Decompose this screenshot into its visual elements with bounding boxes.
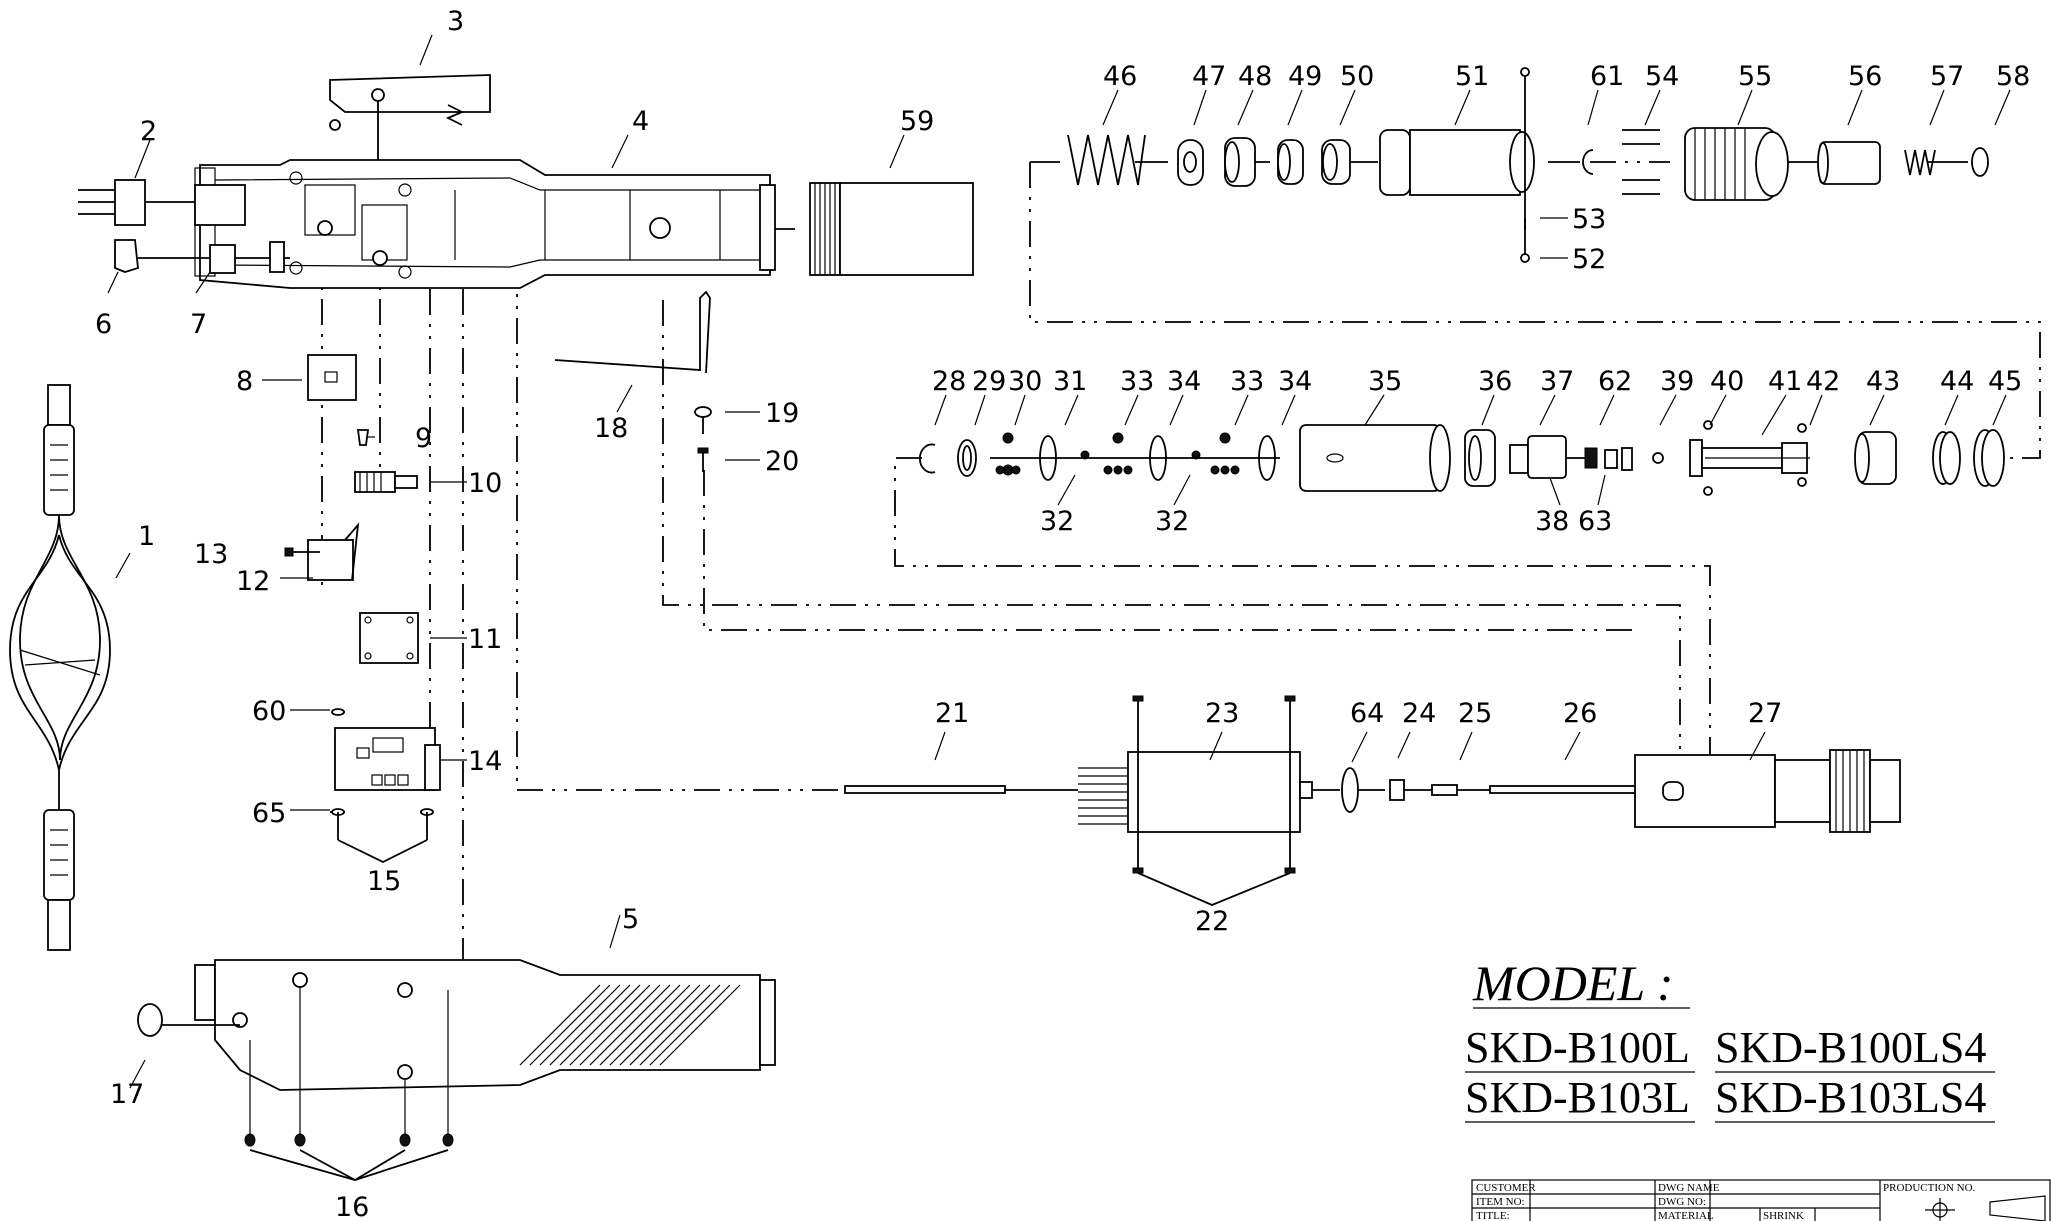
part-label: 10: [468, 468, 502, 499]
part-label: 37: [1540, 366, 1574, 397]
part-label: 34: [1167, 366, 1201, 397]
part-label: 41: [1768, 366, 1802, 397]
part-label: 29: [972, 366, 1006, 397]
middle-row-parts: [918, 420, 2005, 496]
title-block-dwg-name: DWG NAME: [1658, 1182, 1720, 1194]
part-label: 54: [1645, 61, 1679, 92]
top-right-parts: [1067, 67, 1989, 263]
part-label: 38: [1535, 506, 1569, 537]
part-label: 27: [1748, 698, 1782, 729]
part-label: 5: [622, 904, 639, 935]
part-label: 34: [1278, 366, 1312, 397]
part-label: 36: [1478, 366, 1512, 397]
part-label: 6: [95, 309, 112, 340]
part-label: 55: [1738, 61, 1772, 92]
upper-housing: [194, 159, 776, 289]
title-block-title: TITLE:: [1476, 1210, 1510, 1221]
model-name: SKD-B103LS4: [1715, 1073, 1986, 1122]
part-label: 32: [1040, 506, 1074, 537]
connector-2: [78, 179, 246, 226]
part-label: 61: [1590, 61, 1624, 92]
part-label: 39: [1660, 366, 1694, 397]
model-name: SKD-B100LS4: [1715, 1023, 1986, 1072]
part-label: 40: [1710, 366, 1744, 397]
part-label: 1: [138, 521, 155, 552]
part-label: 3: [447, 6, 464, 37]
part-label: 32: [1155, 506, 1189, 537]
title-block-dwg-no: DWG NO:: [1658, 1196, 1706, 1208]
part-label: 48: [1238, 61, 1272, 92]
part-label: 17: [110, 1079, 144, 1110]
assembly-lines: [321, 161, 2041, 960]
title-block-shrink: SHRINK: [1763, 1210, 1804, 1221]
part-label: 14: [468, 746, 502, 777]
part-label: 62: [1598, 366, 1632, 397]
part-label: 21: [935, 698, 969, 729]
title-block-material: MATERIAL: [1658, 1210, 1714, 1221]
handle-housing: [137, 959, 776, 1182]
part-label: 4: [632, 106, 649, 137]
part-label: 33: [1230, 366, 1264, 397]
part-label: 63: [1578, 506, 1612, 537]
part-label: 13: [194, 539, 228, 570]
part-label: 19: [765, 398, 799, 429]
leader-lines: [107, 34, 2011, 1089]
part-label: 24: [1402, 698, 1436, 729]
part-label: 58: [1996, 61, 2030, 92]
nose-cap: [809, 182, 974, 276]
title-block-customer: CUSTOMER: [1476, 1182, 1536, 1194]
part-label: 9: [415, 423, 432, 454]
part-label: 57: [1930, 61, 1964, 92]
part-label: 16: [335, 1192, 369, 1221]
part-label: 7: [190, 309, 207, 340]
model-name: SKD-B100L: [1465, 1023, 1690, 1072]
title-block-production-no: PRODUCTION NO.: [1883, 1182, 1976, 1194]
part-label: 8: [236, 366, 253, 397]
part-label: 45: [1988, 366, 2022, 397]
model-name: SKD-B103L: [1465, 1073, 1690, 1122]
part-label: 2: [140, 116, 157, 147]
model-block: MODEL : SKD-B100L SKD-B100LS4 SKD-B103L …: [1465, 955, 1995, 1123]
internal-parts-left: [284, 354, 441, 864]
part-label: 50: [1340, 61, 1374, 92]
part-label: 47: [1192, 61, 1226, 92]
part-label: 15: [367, 866, 401, 897]
motor-assembly: [844, 695, 1901, 906]
power-cable: [9, 384, 111, 951]
title-block: CUSTOMER ITEM NO: TITLE: DWG NAME DWG NO…: [1471, 1179, 2051, 1221]
model-heading: MODEL :: [1472, 955, 1673, 1011]
shaft-18-20: [554, 290, 712, 472]
part-label: 64: [1350, 698, 1384, 729]
part-label: 28: [932, 366, 966, 397]
part-label: 22: [1195, 906, 1229, 937]
part-label: 49: [1288, 61, 1322, 92]
part-label: 30: [1008, 366, 1042, 397]
title-block-item-no: ITEM NO:: [1476, 1196, 1525, 1208]
switch-cover: [329, 74, 491, 170]
part-label: 59: [900, 106, 934, 137]
part-label: 43: [1866, 366, 1900, 397]
part-label: 18: [594, 413, 628, 444]
part-label: 26: [1563, 698, 1597, 729]
part-label: 60: [252, 696, 286, 727]
part-label: 11: [468, 624, 502, 655]
part-label: 65: [252, 798, 286, 829]
part-label: 20: [765, 446, 799, 477]
part-label: 52: [1572, 244, 1606, 275]
part-label: 44: [1940, 366, 1974, 397]
grommet-6-7: [114, 239, 290, 274]
part-label: 56: [1848, 61, 1882, 92]
part-label: 46: [1103, 61, 1137, 92]
part-label: 25: [1458, 698, 1492, 729]
part-label: 35: [1368, 366, 1402, 397]
part-label: 23: [1205, 698, 1239, 729]
part-label: 51: [1455, 61, 1489, 92]
part-label: 12: [236, 566, 270, 597]
part-label: 33: [1120, 366, 1154, 397]
part-numbers: 3 2 4 59 1 6 7 8 9 10 13 12 11 60 14 65 …: [95, 6, 2030, 1221]
part-label: 42: [1806, 366, 1840, 397]
part-label: 53: [1572, 204, 1606, 235]
part-label: 31: [1053, 366, 1087, 397]
